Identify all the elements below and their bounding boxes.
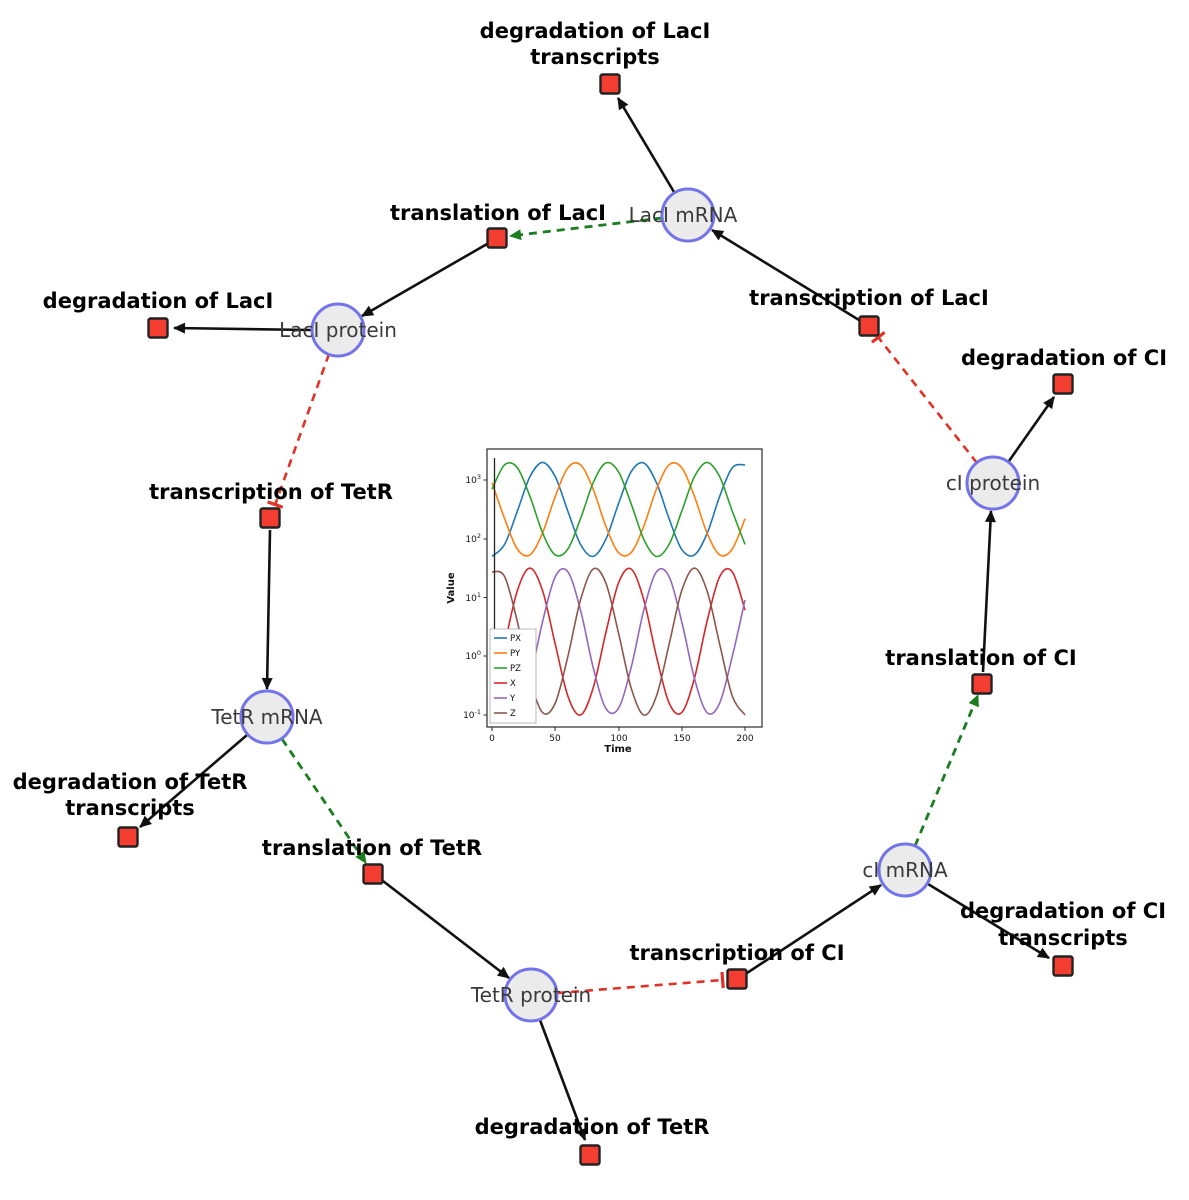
- inset-chart: 103 102 101 100 10-1 0 50 100 150 200 Ti…: [446, 448, 763, 755]
- y-axis-labels: 103 102 101 100 10-1: [463, 473, 481, 721]
- reaction-node-deg-tetr: [579, 1144, 601, 1166]
- series-lines: [491, 461, 746, 716]
- x-tick-label: 100: [610, 734, 627, 744]
- reaction-label: degradation of LacI: [43, 289, 274, 313]
- species-node-tetr-protein: [503, 967, 559, 1023]
- series-line-PZ: [491, 461, 746, 558]
- reaction-node-deg-laci: [147, 317, 169, 339]
- edge-transcription-laci-to-laci-mrna: [711, 228, 860, 322]
- species-node-laci-protein: [310, 302, 366, 358]
- y-tick-label: 103: [465, 473, 481, 486]
- reaction-label: degradation of TetR: [13, 770, 248, 794]
- edge-translation-ci-to-ci-protein: [981, 510, 996, 673]
- species-node-ci-mrna: [877, 842, 933, 898]
- species-label: cI protein: [946, 471, 1040, 495]
- reaction-node-transcription-ci: [726, 968, 748, 990]
- chart-legend: PX PY PZ X Y Z: [489, 628, 537, 724]
- legend-label: X: [510, 679, 516, 689]
- species-node-ci-protein: [965, 455, 1021, 511]
- legend-label: Y: [509, 694, 516, 704]
- legend-label: PX: [510, 634, 521, 644]
- x-axis-title: Time: [604, 744, 632, 755]
- edge-transcription-tetr-to-tetr-mrna: [261, 529, 273, 690]
- edge-ci-mrna-to-deg-ci-transcripts: [927, 882, 1050, 960]
- species-label: TetR mRNA: [210, 705, 323, 729]
- x-tick-label: 0: [489, 734, 495, 744]
- reaction-node-deg-tetr-transcripts: [117, 826, 139, 848]
- x-tick-label: 200: [736, 734, 753, 744]
- edge-tetr-protein-to-deg-tetr: [538, 1019, 587, 1141]
- x-tick-label: 150: [673, 734, 690, 744]
- reaction-label: degradation of CI: [960, 899, 1166, 923]
- edge-ci-protein-to-deg-ci: [1007, 396, 1056, 462]
- reaction-label: transcription of TetR: [149, 480, 393, 504]
- reaction-node-transcription-tetr: [259, 507, 281, 529]
- axis-ticks: [483, 479, 746, 731]
- x-tick-label: 50: [549, 734, 561, 744]
- reaction-label: degradation of CI: [961, 346, 1167, 370]
- reaction-label: translation of LacI: [390, 201, 606, 225]
- y-tick-label: 10-1: [463, 708, 481, 721]
- edge-ci-mrna-modifies-translation-ci: [913, 694, 980, 847]
- series-line-X: [491, 567, 746, 716]
- reaction-label: transcription of LacI: [749, 286, 989, 310]
- species-node-layer: LacI mRNA LacI protein TetR mRNA TetR pr…: [210, 187, 1040, 1023]
- reaction-node-translation-ci: [971, 673, 993, 695]
- species-label: LacI protein: [279, 318, 397, 342]
- reaction-label: transcripts: [998, 926, 1128, 950]
- edge-laci-protein-inhibits-transcription-tetr: [267, 353, 331, 509]
- species-label: cI mRNA: [862, 858, 948, 882]
- legend-box: [489, 628, 537, 724]
- legend-label: PY: [510, 649, 521, 659]
- reaction-node-translation-tetr: [362, 863, 384, 885]
- reaction-label-layer: degradation of LacI transcripts translat…: [13, 19, 1167, 1139]
- edge-laci-mrna-modifies-translation-laci: [509, 216, 663, 241]
- series-line-PY: [491, 461, 746, 557]
- reaction-label: translation of CI: [885, 646, 1076, 670]
- edge-laci-protein-to-deg-laci: [173, 322, 312, 334]
- reaction-label: transcripts: [65, 796, 195, 820]
- y-axis-title: Value: [446, 572, 457, 603]
- species-node-laci-mrna: [660, 187, 716, 243]
- edge-tetr-mrna-modifies-translation-tetr: [280, 738, 368, 864]
- edge-ci-protein-inhibits-transcription-laci: [870, 331, 979, 464]
- legend-label: Z: [510, 709, 516, 719]
- reaction-node-deg-ci: [1052, 373, 1074, 395]
- edge-tetr-mrna-to-deg-tetr-transcripts: [139, 734, 248, 828]
- y-tick-label: 101: [465, 591, 481, 604]
- reaction-node-deg-ci-transcripts: [1052, 955, 1074, 977]
- edge-translation-laci-to-laci-protein: [361, 242, 488, 318]
- reaction-label: transcripts: [530, 45, 660, 69]
- edge-layer: [139, 97, 1056, 1141]
- legend-label: PZ: [510, 664, 521, 674]
- species-node-tetr-mrna: [239, 689, 295, 745]
- reaction-node-layer: [117, 73, 1074, 1166]
- reaction-node-translation-laci: [486, 227, 508, 249]
- edge-translation-tetr-to-tetr-protein: [382, 879, 510, 980]
- y-tick-label: 100: [465, 649, 481, 662]
- reaction-label: degradation of LacI: [480, 19, 711, 43]
- reaction-node-transcription-laci: [858, 315, 880, 337]
- edge-laci-mrna-to-deg-laci-transcripts: [616, 97, 676, 193]
- edge-transcription-ci-to-ci-mrna: [746, 883, 882, 975]
- species-label: LacI mRNA: [629, 203, 738, 227]
- series-line-PX: [491, 461, 746, 558]
- species-label: TetR protein: [470, 983, 591, 1007]
- reaction-label: transcription of CI: [629, 941, 844, 965]
- reaction-label: degradation of TetR: [475, 1115, 710, 1139]
- y-tick-label: 102: [465, 532, 481, 545]
- reaction-node-deg-laci-transcripts: [599, 73, 621, 95]
- reaction-label: translation of TetR: [262, 836, 482, 860]
- x-axis-labels: 0 50 100 150 200: [489, 734, 754, 744]
